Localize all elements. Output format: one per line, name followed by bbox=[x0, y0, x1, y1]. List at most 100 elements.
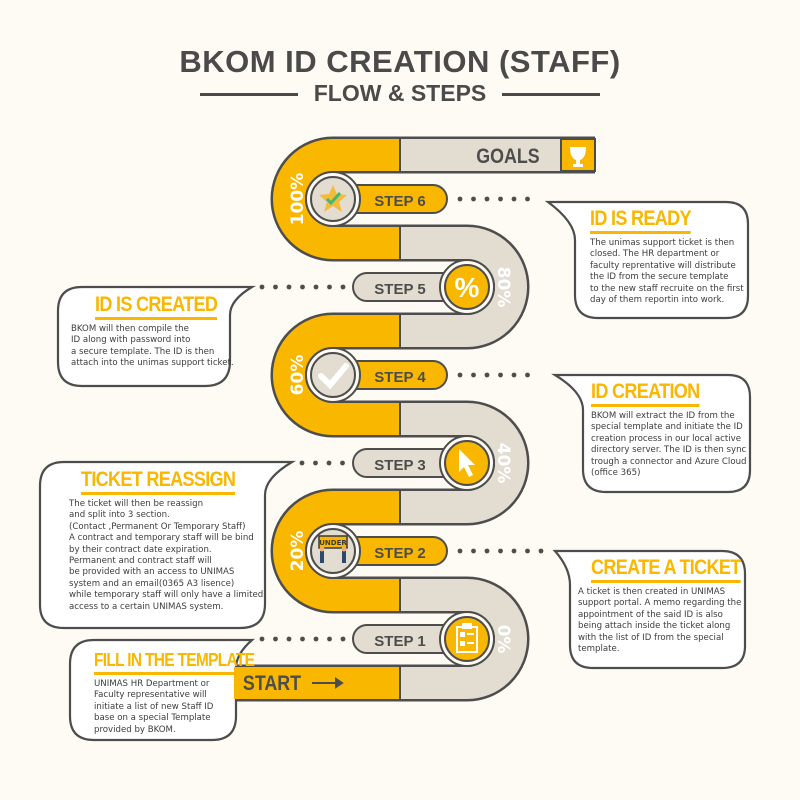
divider-right bbox=[502, 93, 600, 96]
connector-dot bbox=[457, 196, 463, 202]
page-title: BKOM ID CREATION (STAFF) bbox=[179, 44, 621, 79]
callout-fill-template: FILL IN THE TEMPLATE UNIMAS HR Departmen… bbox=[94, 648, 280, 736]
progress-60: 60% bbox=[288, 355, 308, 396]
progress-0: 0% bbox=[493, 625, 513, 654]
step-4-label: STEP 4 bbox=[374, 369, 426, 386]
step-2-label: STEP 2 bbox=[374, 545, 425, 562]
connector-dot bbox=[525, 372, 530, 378]
checkmark-icon bbox=[318, 363, 349, 390]
connector-dot bbox=[300, 636, 305, 642]
cursor-icon bbox=[459, 449, 475, 477]
trophy-icon bbox=[570, 147, 586, 167]
step-3[interactable]: STEP 3 bbox=[352, 435, 495, 491]
callout-text-line: UNIMAS HR Department or bbox=[94, 679, 210, 689]
callout-text-line: A contract and temporary staff will be b… bbox=[69, 533, 254, 544]
callout-text-line: The ticket will then be reassign bbox=[69, 499, 204, 509]
callout-text-line: to the new staff recruite on the first bbox=[590, 283, 744, 294]
callout-id-created: ID IS CREATED BKOM will then compile the… bbox=[71, 293, 237, 370]
callout-text-line: while temporary staff will only have a l… bbox=[69, 590, 264, 601]
connector-dot bbox=[327, 284, 332, 290]
connector-dot bbox=[457, 548, 463, 554]
callout-text-line: with the list of ID from the special bbox=[578, 632, 724, 643]
connector-dot bbox=[471, 548, 476, 554]
callout-text-line: Permanent and contract staff will bbox=[69, 556, 212, 567]
callout-frame-ticket-reassign bbox=[38, 460, 297, 630]
connector-dot bbox=[313, 460, 318, 466]
callout-text-line: being attach inside the ticket along bbox=[578, 621, 731, 632]
callout-text-line: attach into the unimas support ticket. bbox=[71, 358, 234, 369]
connector-dot bbox=[259, 284, 265, 290]
callout-text-line: special template and initiate the ID bbox=[591, 422, 743, 433]
connector-dot bbox=[313, 636, 319, 642]
callout-title: ID IS READY bbox=[590, 207, 692, 234]
under-construction-icon: UNDER bbox=[318, 535, 348, 563]
callout-text-line: and split into 3 section. bbox=[69, 510, 170, 521]
page-subtitle: FLOW & STEPS bbox=[313, 80, 487, 106]
step-4[interactable]: STEP 4 bbox=[305, 347, 448, 403]
step-6[interactable]: STEP 6 bbox=[305, 171, 448, 227]
callout-text-line: the ID from the secure template bbox=[590, 272, 729, 283]
connector-dot bbox=[511, 372, 517, 378]
dotted-connectors bbox=[259, 196, 544, 642]
callout-text-line: system and an email(0365 A3 lisence) bbox=[69, 578, 235, 589]
connector-dot bbox=[286, 284, 292, 290]
callout-text-line: A ticket is then created in UNIMAS bbox=[578, 587, 726, 597]
connector-dot bbox=[484, 372, 490, 378]
connector-dot bbox=[457, 372, 463, 378]
connector-dot bbox=[471, 196, 476, 202]
callout-text-line: The unimas support ticket is then bbox=[590, 238, 735, 248]
progress-80: 80% bbox=[493, 267, 513, 308]
connector-dot bbox=[498, 196, 503, 202]
callout-text-line: support portal. A memo regarding the bbox=[578, 598, 742, 609]
star-check-icon bbox=[319, 185, 347, 212]
progress-100: 100% bbox=[288, 173, 308, 226]
connector-dot bbox=[326, 460, 332, 466]
svg-text:UNDER: UNDER bbox=[319, 539, 347, 547]
connector-dot bbox=[259, 636, 265, 642]
connector-dot bbox=[498, 548, 503, 554]
connector-dot bbox=[471, 372, 476, 378]
callout-title: ID IS CREATED bbox=[95, 293, 218, 320]
connector-dot bbox=[273, 636, 278, 642]
connector-dot bbox=[340, 636, 346, 642]
step-3-label: STEP 3 bbox=[374, 457, 425, 474]
callout-text-line: closed. The HR department or bbox=[590, 249, 720, 260]
connector-dot bbox=[286, 636, 292, 642]
step-5[interactable]: % STEP 5 bbox=[352, 259, 495, 315]
start-arrow-icon bbox=[312, 677, 344, 689]
goals-label: GOALS bbox=[476, 145, 539, 169]
callout-text-line: (Contact ,Permanent Or Temporary Staff) bbox=[69, 521, 246, 532]
callout-frame-id-created bbox=[56, 285, 257, 388]
connector-dot bbox=[299, 460, 305, 466]
step-2[interactable]: UNDER STEP 2 bbox=[305, 523, 448, 579]
connector-dot bbox=[525, 548, 530, 554]
progress-20: 20% bbox=[288, 531, 308, 572]
callout-text-line: a secure template. The ID is then bbox=[71, 346, 215, 357]
connector-dot bbox=[300, 284, 305, 290]
callout-title: FILL IN THE TEMPLATE bbox=[94, 648, 255, 675]
callout-text-line: trough a connector and Azure Cloud bbox=[591, 456, 747, 467]
callout-title: TICKET REASSIGN bbox=[81, 468, 236, 495]
step-1[interactable]: STEP 1 bbox=[352, 611, 495, 667]
percent-icon: % bbox=[455, 272, 480, 303]
connector-dot bbox=[327, 636, 332, 642]
callout-title: ID CREATION bbox=[591, 380, 700, 407]
callout-text-line: (office 365) bbox=[591, 468, 641, 479]
callout-title: CREATE A TICKET bbox=[591, 556, 741, 583]
callout-text-line: be provided with an access to UNIMAS bbox=[69, 567, 235, 578]
callout-text-line: Faculty representative will bbox=[94, 690, 207, 701]
callout-frame-fill-template bbox=[68, 638, 255, 742]
progress-labels: 100% 60% 20% 80% 40% 0% bbox=[288, 173, 513, 654]
connector-dot bbox=[340, 460, 345, 466]
callout-id-ready: ID IS READY The unimas support ticket is… bbox=[590, 207, 744, 306]
clipboard-icon bbox=[456, 623, 478, 653]
connector-dot bbox=[538, 548, 544, 554]
step-5-label: STEP 5 bbox=[374, 281, 425, 298]
callout-text-line: template. bbox=[578, 644, 620, 655]
callout-text-line: ID along with password into bbox=[71, 335, 191, 346]
callout-text-line: provided by BKOM. bbox=[94, 724, 176, 735]
callout-text-line: faculty reprentative will distribute bbox=[590, 260, 736, 271]
callout-text-line: directory server. The ID is then sync bbox=[591, 445, 747, 456]
callout-ticket-reassign: TICKET REASSIGN The ticket will then be … bbox=[69, 468, 263, 613]
connector-dot bbox=[484, 196, 490, 202]
